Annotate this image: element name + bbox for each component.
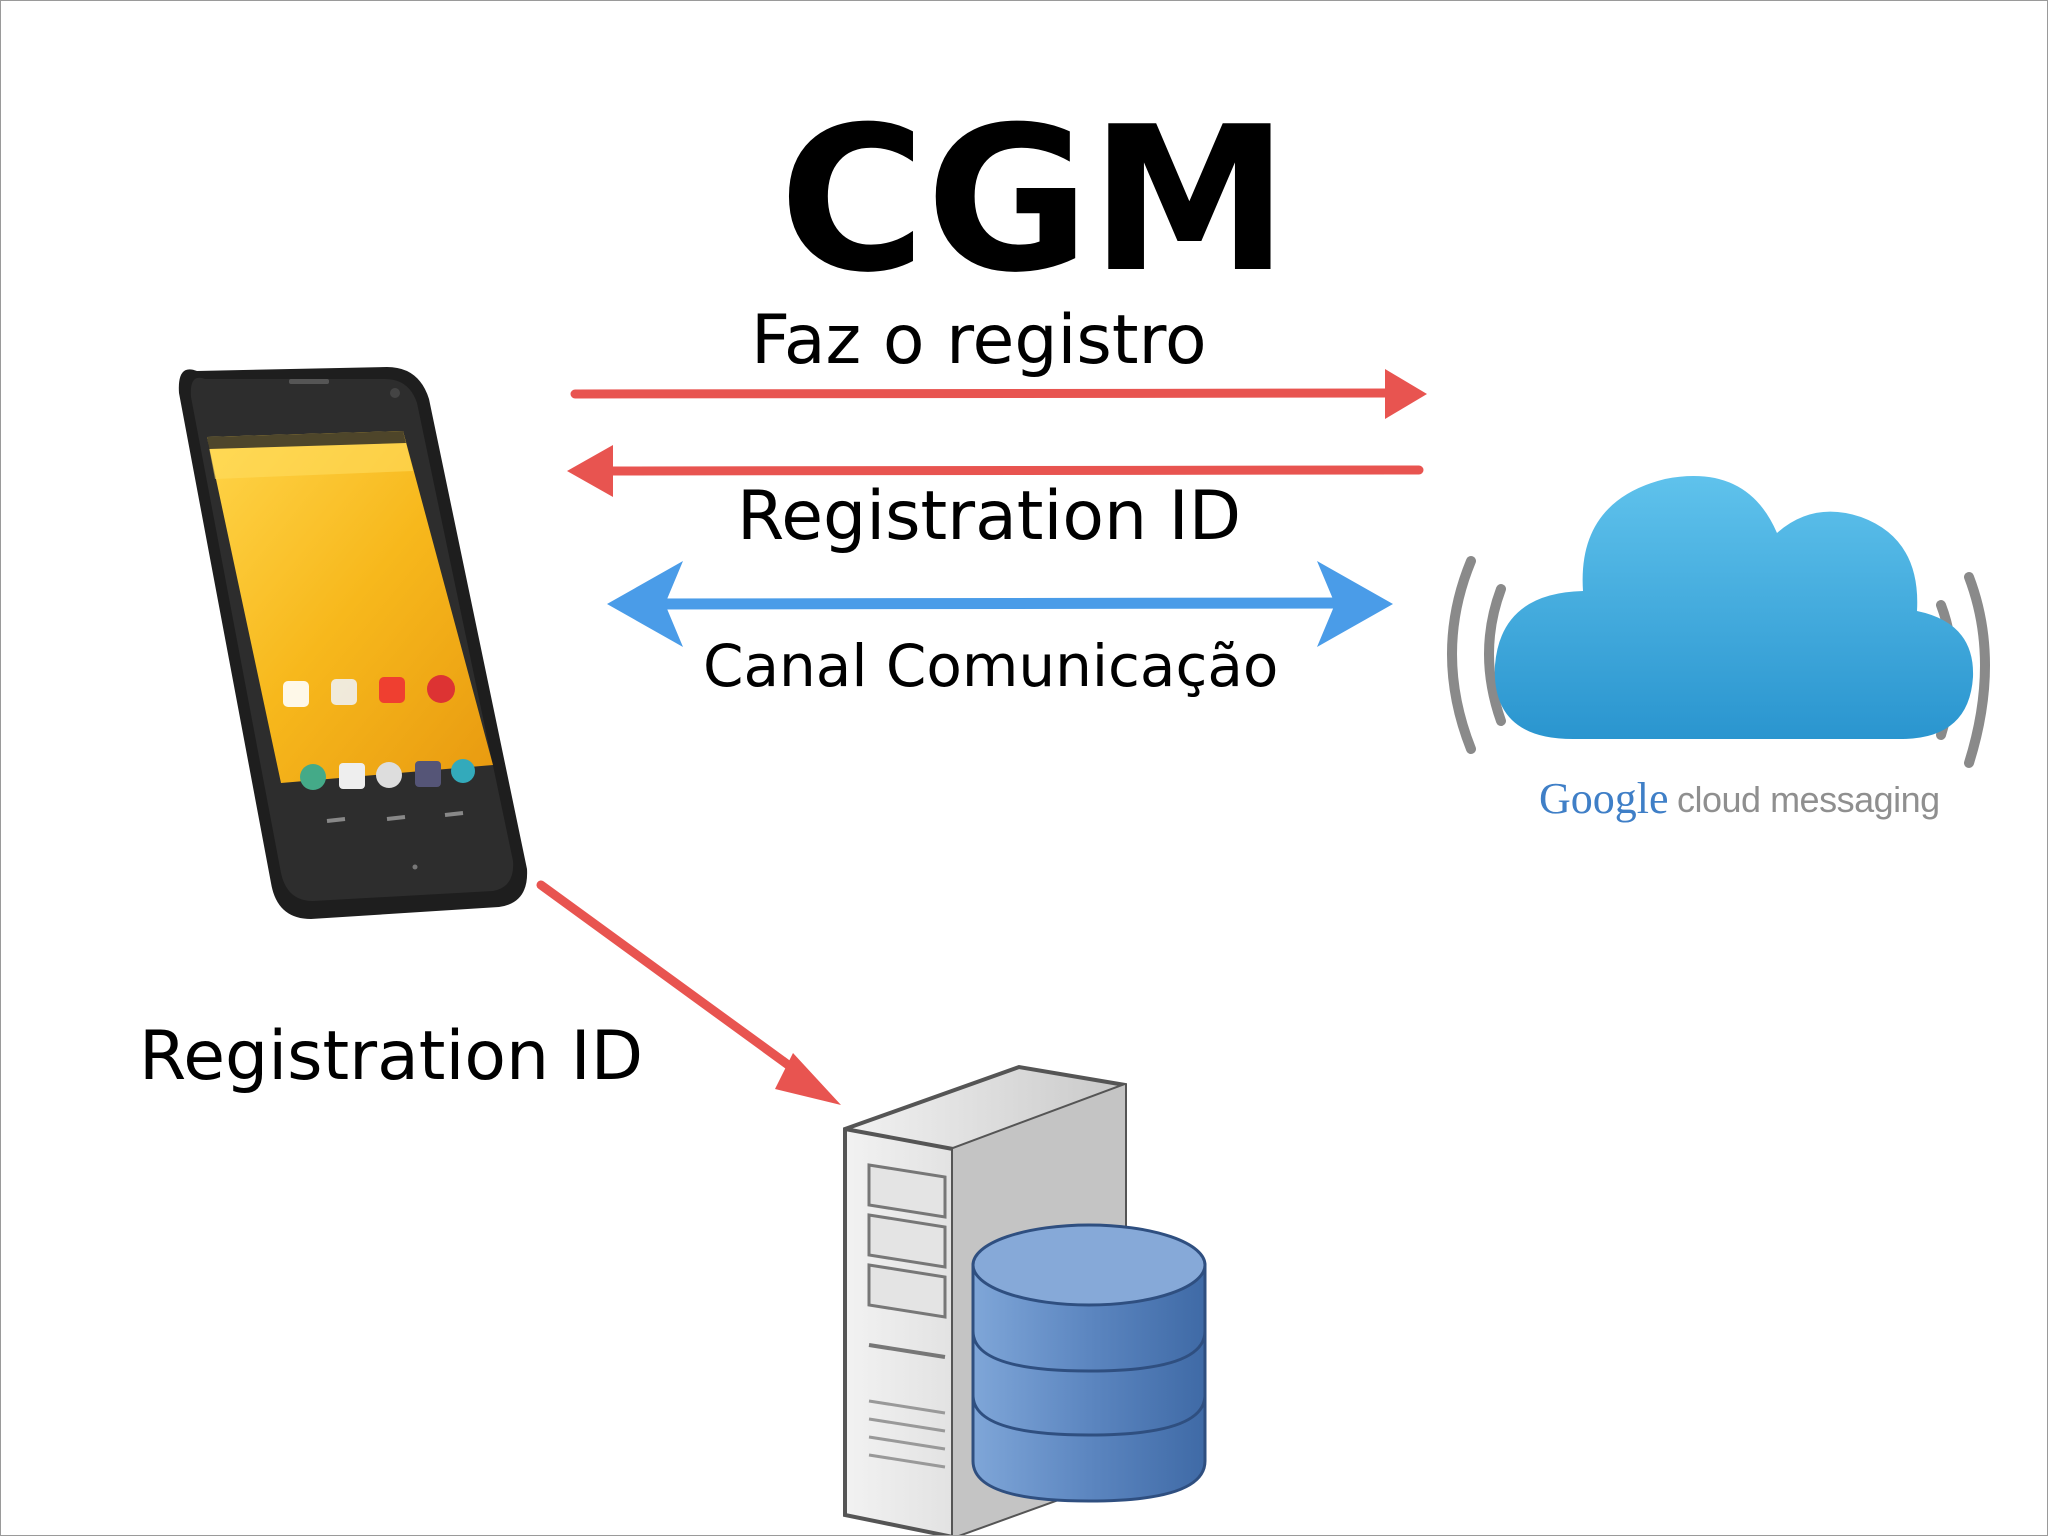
registration-id-return-label: Registration ID	[737, 477, 1242, 556]
phone-icon	[178, 367, 528, 919]
registration-id-return-arrow	[567, 445, 1424, 497]
page-title: CGM	[779, 84, 1289, 317]
register-arrow	[570, 369, 1427, 419]
database-icon	[971, 1223, 1207, 1503]
channel-double-arrow	[607, 561, 1393, 647]
channel-label: Canal Comunicação	[703, 632, 1279, 700]
gcm-logo-text: cloud messaging	[1677, 779, 1940, 820]
register-label: Faz o registro	[751, 301, 1207, 380]
registration-id-server-arrow	[536, 880, 841, 1105]
cloud-icon	[1447, 476, 1990, 768]
registration-id-server-label: Registration ID	[139, 1017, 644, 1096]
gcm-logo-brand: Google	[1539, 774, 1669, 823]
